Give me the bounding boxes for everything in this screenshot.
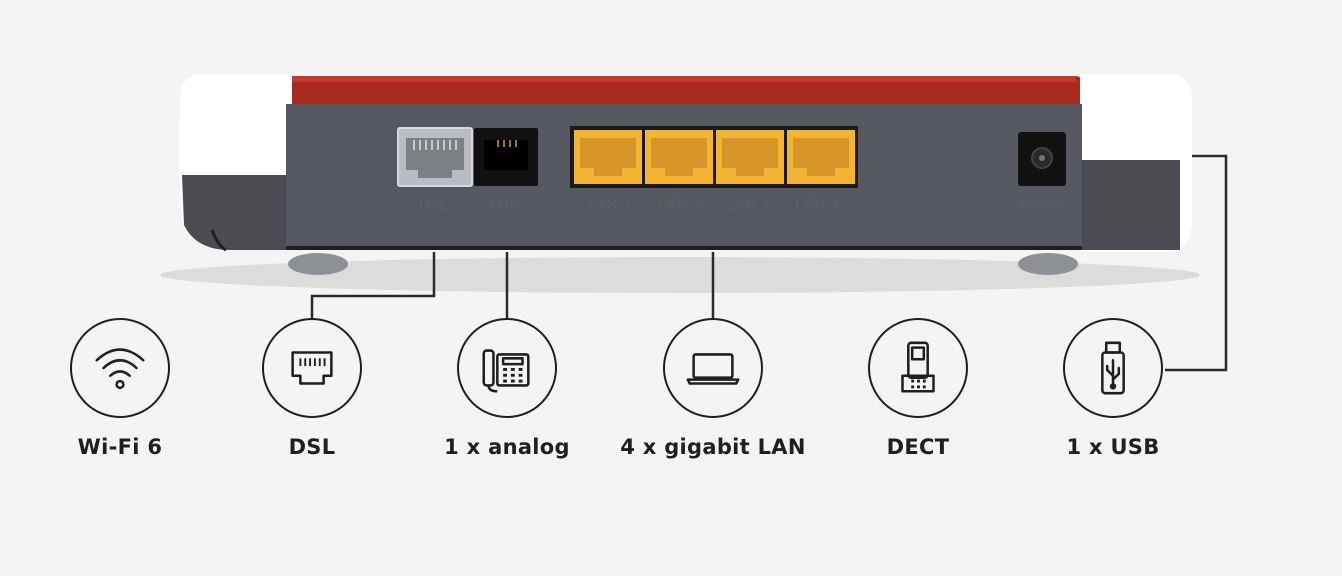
lan-port-3 [716,130,784,184]
port-label-lan3: LAN 3 [726,196,771,214]
desk-phone-icon [482,349,530,393]
feature-label: 4 x gigabit LAN [620,435,806,459]
usb-stick-icon [1101,341,1125,395]
power-socket [1018,132,1066,186]
port-label-lan2: LAN 2 [658,196,703,214]
connector-lines [310,154,1228,372]
laptop-icon [686,353,740,385]
cordless-phone-icon [901,341,935,393]
lan-port-1 [574,130,642,184]
feature-dect: DECT [808,318,1028,459]
router-foot-left [288,253,348,275]
port-label-power: Power [1019,196,1065,214]
lan-port-block [570,126,858,188]
feature-analog: 1 x analog [397,318,617,459]
lan-port-4 [787,130,855,184]
port-label-dsl: DSL [418,196,448,214]
feature-dsl: DSL [202,318,422,459]
router-foot-right [1018,253,1078,275]
ethernet-port-icon [291,351,333,385]
feature-usb: 1 x USB [1003,318,1223,459]
dsl-port [397,127,473,187]
connector-line-dsl [310,252,436,320]
feature-wifi: Wi-Fi 6 [10,318,230,459]
feature-label: 1 x USB [1066,435,1160,459]
wifi-icon [95,348,145,390]
feature-label: DSL [288,435,336,459]
feature-lan: 4 x gigabit LAN [603,318,823,459]
router-top-cover [286,76,1086,104]
lan-port-2 [645,130,713,184]
port-label-fon: FON [489,196,521,214]
feature-label: 1 x analog [444,435,570,459]
feature-label: Wi-Fi 6 [77,435,163,459]
port-label-lan1: LAN 1 [588,196,633,214]
fon-port [474,128,538,186]
feature-label: DECT [886,435,950,459]
connector-line-usb [1165,154,1228,372]
port-label-lan4: LAN 4 [795,196,840,214]
